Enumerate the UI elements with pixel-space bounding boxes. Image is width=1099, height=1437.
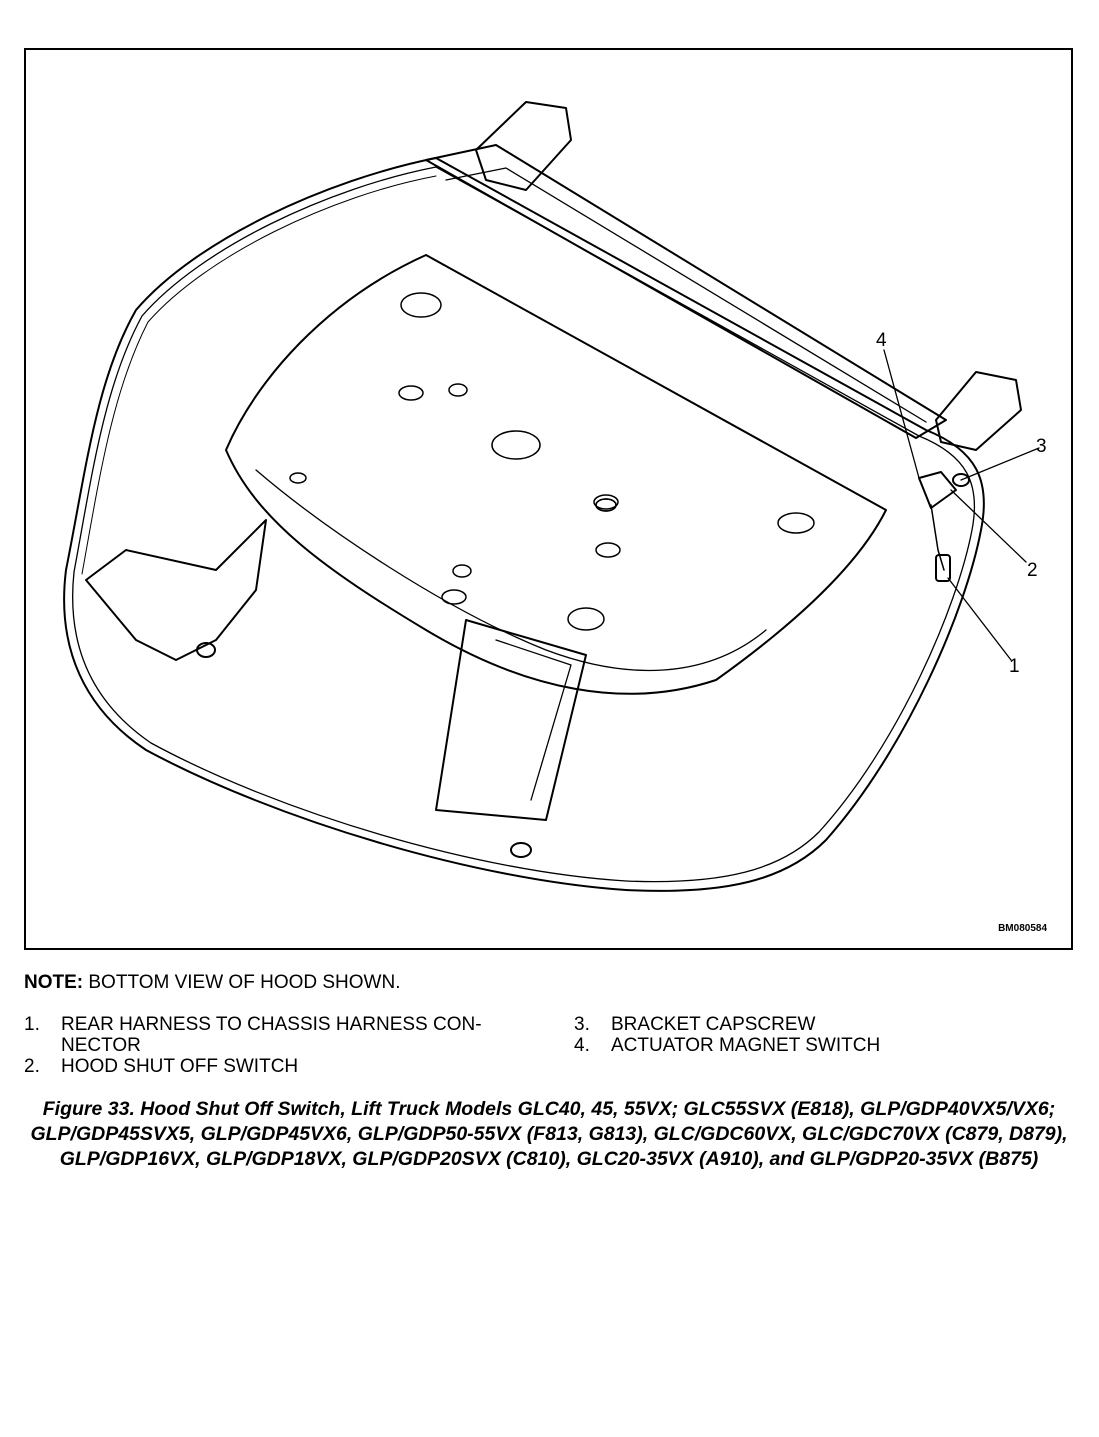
note-label: NOTE: [24, 972, 84, 993]
drawing-id: BM080584 [998, 923, 1047, 934]
lower-bumper [510, 842, 532, 858]
hinge-bracket-right [935, 371, 1022, 451]
hinge-bar-inner [445, 167, 927, 423]
lower-bracket [435, 619, 587, 821]
legend-text: BRACKET CAPSCREW [611, 1014, 816, 1035]
harness-wire [930, 504, 945, 571]
legend-item: 2. HOOD SHUT OFF SWITCH [24, 1056, 544, 1077]
hinge-bracket-top [475, 101, 572, 191]
leader-lines [883, 349, 1040, 661]
callout-2: 2 [1027, 560, 1038, 581]
legend-text: REAR HARNESS TO CHASSIS HARNESS CON-NECT… [61, 1014, 482, 1056]
legend-left: 1. REAR HARNESS TO CHASSIS HARNESS CON-N… [24, 1014, 544, 1077]
legend-item: 4. ACTUATOR MAGNET SWITCH [574, 1035, 1054, 1056]
hood-rim-line-3 [81, 175, 437, 575]
lower-bracket-inner [495, 639, 572, 801]
callout-4: 4 [876, 330, 887, 351]
note: NOTE: BOTTOM VIEW OF HOOD SHOWN. [24, 972, 400, 994]
legend-num: 4. [574, 1035, 590, 1056]
hood-rim-line-2 [72, 166, 976, 883]
note-text: BOTTOM VIEW OF HOOD SHOWN. [83, 972, 401, 993]
legend-num: 2. [24, 1056, 40, 1077]
legend-num: 3. [574, 1014, 590, 1035]
legend-text: HOOD SHUT OFF SWITCH [61, 1056, 299, 1077]
callout-3: 3 [1036, 436, 1047, 457]
hinge-bar [425, 144, 947, 439]
panel-holes [289, 292, 815, 631]
legend-item: 3. BRACKET CAPSCREW [574, 1014, 1054, 1035]
legend-item: 1. REAR HARNESS TO CHASSIS HARNESS CON-N… [24, 1014, 544, 1056]
figure-caption: Figure 33. Hood Shut Off Switch, Lift Tr… [30, 1098, 1068, 1170]
legend-text: ACTUATOR MAGNET SWITCH [611, 1035, 881, 1056]
legend-right: 3. BRACKET CAPSCREW 4. ACTUATOR MAGNET S… [574, 1014, 1054, 1056]
switch-bracket [918, 471, 957, 509]
hood-outer-rim [63, 157, 985, 892]
figure-frame: 4 3 2 1 BM080584 [24, 48, 1073, 950]
hood-illustration [63, 101, 1040, 892]
inner-panel-shadow [255, 469, 767, 672]
harness-connector [935, 554, 951, 582]
left-latch [85, 519, 267, 661]
bracket-capscrew [952, 473, 970, 487]
inner-panel [225, 254, 887, 695]
left-bumper [196, 642, 216, 658]
callout-1: 1 [1009, 656, 1020, 677]
legend-num: 1. [24, 1014, 40, 1035]
